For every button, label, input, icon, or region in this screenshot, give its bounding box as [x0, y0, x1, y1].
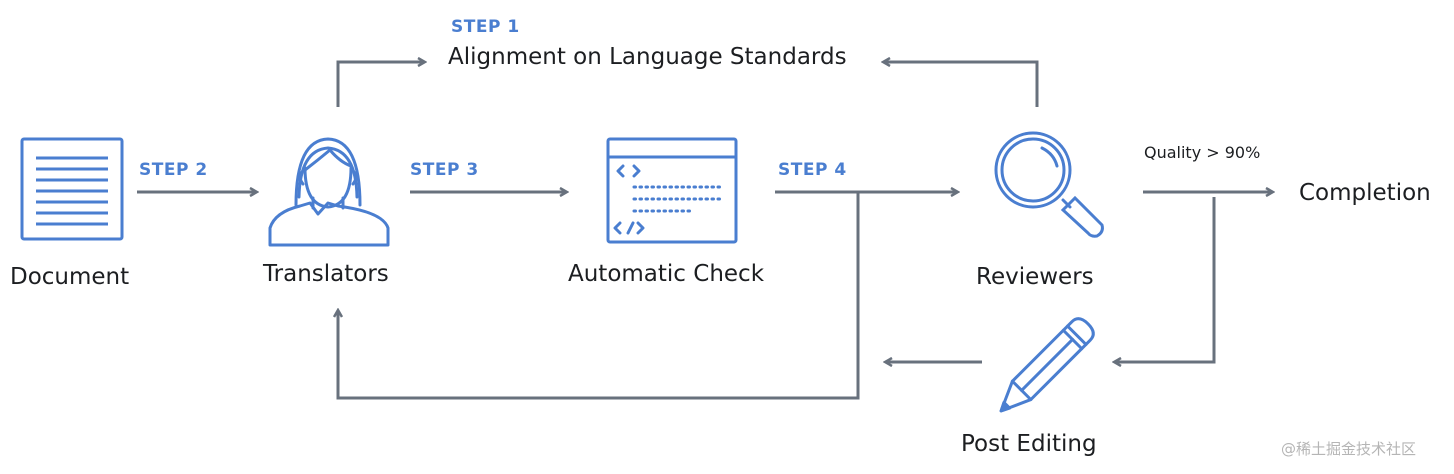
document-label: Document — [10, 264, 130, 290]
step-1-label: STEP 1 — [451, 17, 520, 37]
document-icon — [20, 137, 124, 241]
arrow-loop-back-to-translators — [338, 192, 860, 400]
completion-label: Completion — [1299, 180, 1431, 206]
code-dots — [632, 185, 722, 213]
arrow-translators-to-alignment — [336, 62, 425, 107]
pencil-icon — [999, 317, 1095, 413]
watermark: @稀土掘金技术社区 — [1281, 440, 1417, 458]
magnifier-icon — [994, 131, 1104, 238]
quality-threshold-label: Quality > 90% — [1144, 143, 1261, 162]
post-editing-label: Post Editing — [961, 431, 1097, 457]
step-4-label: STEP 4 — [778, 160, 847, 180]
translators-label: Translators — [263, 261, 389, 287]
automatic-check-label: Automatic Check — [568, 261, 765, 287]
arrow-completion-to-post-editing — [1114, 197, 1216, 362]
alignment-label: Alignment on Language Standards — [448, 44, 847, 70]
person-icon — [268, 137, 390, 247]
code-window-icon — [606, 137, 738, 244]
arrow-reviewers-to-alignment — [883, 62, 1039, 107]
step-2-label: STEP 2 — [139, 160, 208, 180]
reviewers-label: Reviewers — [976, 264, 1094, 290]
step-3-label: STEP 3 — [410, 160, 479, 180]
